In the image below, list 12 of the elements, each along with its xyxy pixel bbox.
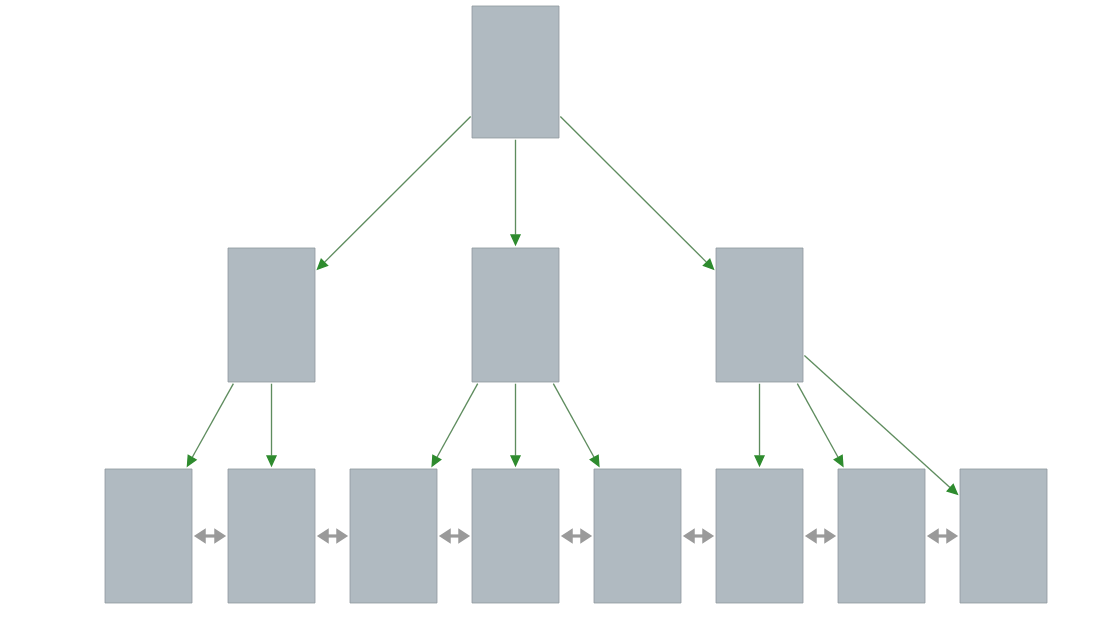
tree-node-box [471, 5, 560, 139]
tree-node-box [715, 468, 804, 604]
tree-node-box [227, 468, 316, 604]
tree-node-box [349, 468, 438, 604]
tree-node-box [471, 468, 560, 604]
tree-node-box [837, 468, 926, 604]
tree-node-box [227, 247, 316, 383]
tree-node-box [593, 468, 682, 604]
tree-node-box [104, 468, 193, 604]
tree-node-box [959, 468, 1048, 604]
tree-node-box [471, 247, 560, 383]
tree-node-box [715, 247, 804, 383]
